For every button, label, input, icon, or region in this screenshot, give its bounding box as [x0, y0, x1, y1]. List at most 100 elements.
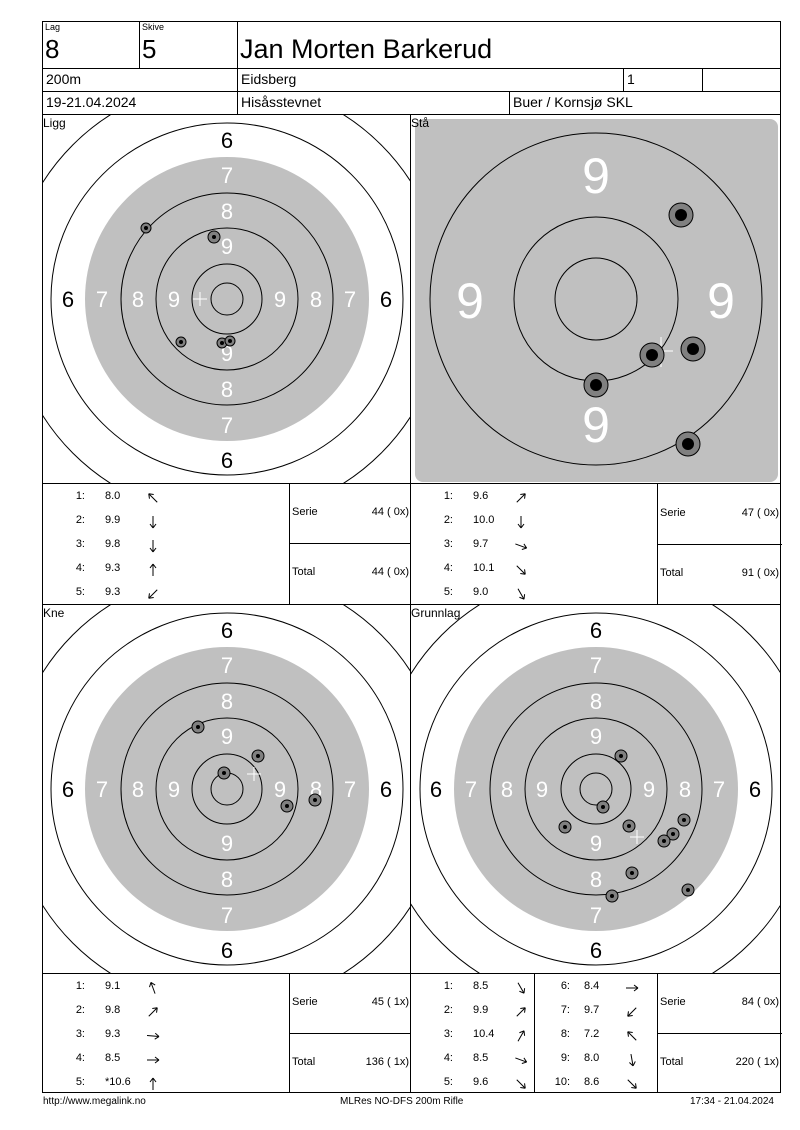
- ring-9: [524, 717, 668, 861]
- shot-number: 4:: [443, 562, 453, 574]
- direction-arrow-icon: [143, 1052, 163, 1068]
- shot-value: 9.3: [105, 586, 121, 598]
- direction-arrow-icon: [622, 1004, 642, 1020]
- shot-value: 9.6: [473, 1076, 489, 1088]
- shot-row: 4:9.3: [53, 560, 163, 580]
- shot-number: 5:: [443, 1076, 453, 1088]
- shot-value: 8.4: [584, 980, 600, 992]
- footer-url[interactable]: http://www.megalink.no: [43, 1096, 146, 1107]
- shot-value: 9.7: [473, 538, 489, 550]
- shot-number: 6:: [560, 980, 570, 992]
- location-cell: Buer / Kornsjø SKL: [509, 91, 781, 115]
- shot-value: 8.0: [584, 1052, 600, 1064]
- target-label: Kne: [43, 606, 65, 620]
- distance: 200m: [46, 71, 82, 87]
- ring-8: [120, 192, 334, 406]
- ring-label-6-left: 6: [62, 287, 74, 312]
- shot-number: 2:: [443, 514, 453, 526]
- shot-row: 7:9.7: [544, 1002, 654, 1022]
- serie-value: 44 ( 0x): [371, 506, 409, 518]
- shot-value: 8.5: [473, 980, 489, 992]
- summary-sta: Serie 47 ( 0x) Total 91 ( 0x): [657, 484, 782, 604]
- shot-value: *10.6: [105, 1076, 131, 1088]
- inner-ten: [579, 772, 613, 806]
- total-value: 136 ( 1x): [365, 1056, 409, 1068]
- ring-label-6-top: 6: [221, 618, 233, 643]
- distance-cell: 200m: [42, 68, 238, 92]
- shot-number: 1:: [443, 490, 453, 502]
- summary-ligg: Serie 44 ( 0x) Total 44 ( 0x): [289, 484, 412, 604]
- ring-label-9-top: 9: [221, 234, 233, 259]
- shot-row: 3: 9.7: [421, 536, 531, 556]
- shot-number: 5:: [75, 1076, 85, 1088]
- shot-number: 10:: [554, 1076, 570, 1088]
- direction-arrow-icon: [622, 1052, 642, 1068]
- shot-value: 10.1: [473, 562, 495, 574]
- ring-9: [155, 717, 299, 861]
- target-kne-svg: 6 6 6 6 7 7 7 7 8 8 8 8 9 9 9 9: [43, 605, 410, 973]
- ring-label-6-bottom: 6: [221, 938, 233, 963]
- target-ligg: Ligg 6 6 6 6 7 7 7 7 8 8 8 8 9 9 9 9: [42, 114, 411, 484]
- shot-row: 1:9.6: [421, 488, 531, 508]
- ring-label-7-left: 7: [96, 777, 108, 802]
- ring-label-9-bottom: 9: [582, 397, 610, 453]
- target-grunnlag-svg: 6 6 6 6 7 7 7 7 8 8 8 8 9 9 9 9: [411, 605, 780, 973]
- direction-arrow-icon: [622, 1028, 642, 1044]
- serie-value: 84 ( 0x): [741, 996, 779, 1008]
- skive-cell: Skive 5: [139, 21, 238, 69]
- date-cell: 19-21.04.2024: [42, 91, 238, 115]
- date: 19-21.04.2024: [46, 94, 137, 110]
- inner-ten: [554, 257, 638, 341]
- ring-9: [155, 227, 299, 371]
- direction-arrow-icon: [143, 1028, 163, 1044]
- shot-row: 5: 9.3: [53, 584, 163, 604]
- direction-arrow-icon: [143, 980, 163, 996]
- ring-label-6-left: 6: [430, 777, 442, 802]
- ring-label-9-top: 9: [582, 148, 610, 204]
- target-sta-svg: 9 9 9 9: [415, 119, 778, 482]
- direction-arrow-icon: [143, 562, 163, 578]
- total-value: 91 ( 0x): [741, 567, 779, 579]
- shot-number: 3:: [443, 538, 453, 550]
- summary-kne: Serie 45 ( 1x) Total 136 ( 1x): [289, 974, 412, 1092]
- ring-label-7-right: 7: [344, 777, 356, 802]
- shot-number: 9:: [560, 1052, 570, 1064]
- shot-value: 10.4: [473, 1028, 495, 1040]
- lag-cell: Lag 8: [42, 21, 140, 69]
- shot-number: 3:: [75, 1028, 85, 1040]
- ring-label-9-left: 9: [456, 273, 484, 329]
- black-area: [85, 157, 369, 441]
- summary-grunnlag: Serie 84 ( 0x) Total 220 ( 1x): [657, 974, 782, 1092]
- direction-arrow-icon: [511, 490, 531, 506]
- ring-label-8-left: 8: [501, 777, 513, 802]
- shot-number: 2:: [75, 514, 85, 526]
- shot-value: 9.3: [105, 1028, 121, 1040]
- shot-row: 5: 9.6: [421, 1074, 531, 1094]
- shot-row: 1: 8.0: [53, 488, 163, 508]
- shot-number: 2:: [75, 1004, 85, 1016]
- shot-value: 8.0: [105, 490, 121, 502]
- target-label: Grunnlag: [411, 606, 461, 620]
- shot-value: 9.0: [473, 586, 489, 598]
- ring-label-9-top: 9: [221, 724, 233, 749]
- shot-row: 1:8.5: [421, 978, 531, 998]
- direction-arrow-icon: [511, 1028, 531, 1044]
- ring-label-7-bottom: 7: [590, 903, 602, 928]
- total-label: Total: [292, 1056, 316, 1068]
- ring-label-7-top: 7: [221, 653, 233, 678]
- black-area: [85, 647, 369, 931]
- ring-label-8-top: 8: [221, 199, 233, 224]
- shot-number: 1:: [75, 490, 85, 502]
- ring-label-8-right: 8: [679, 777, 691, 802]
- target-kne: Kne 6 6 6 6 7 7 7 7 8 8 8 8 9 9 9 9: [42, 604, 411, 974]
- shot-number: 4:: [75, 562, 85, 574]
- event-name: Hisåsstevnet: [241, 94, 322, 110]
- ring-label-9-left: 9: [168, 287, 180, 312]
- shot-number: 5:: [75, 586, 85, 598]
- black-area: [454, 647, 738, 931]
- ring-label-6-right: 6: [380, 777, 392, 802]
- direction-arrow-icon: [511, 1076, 531, 1092]
- ring-label-6-bottom: 6: [221, 448, 233, 473]
